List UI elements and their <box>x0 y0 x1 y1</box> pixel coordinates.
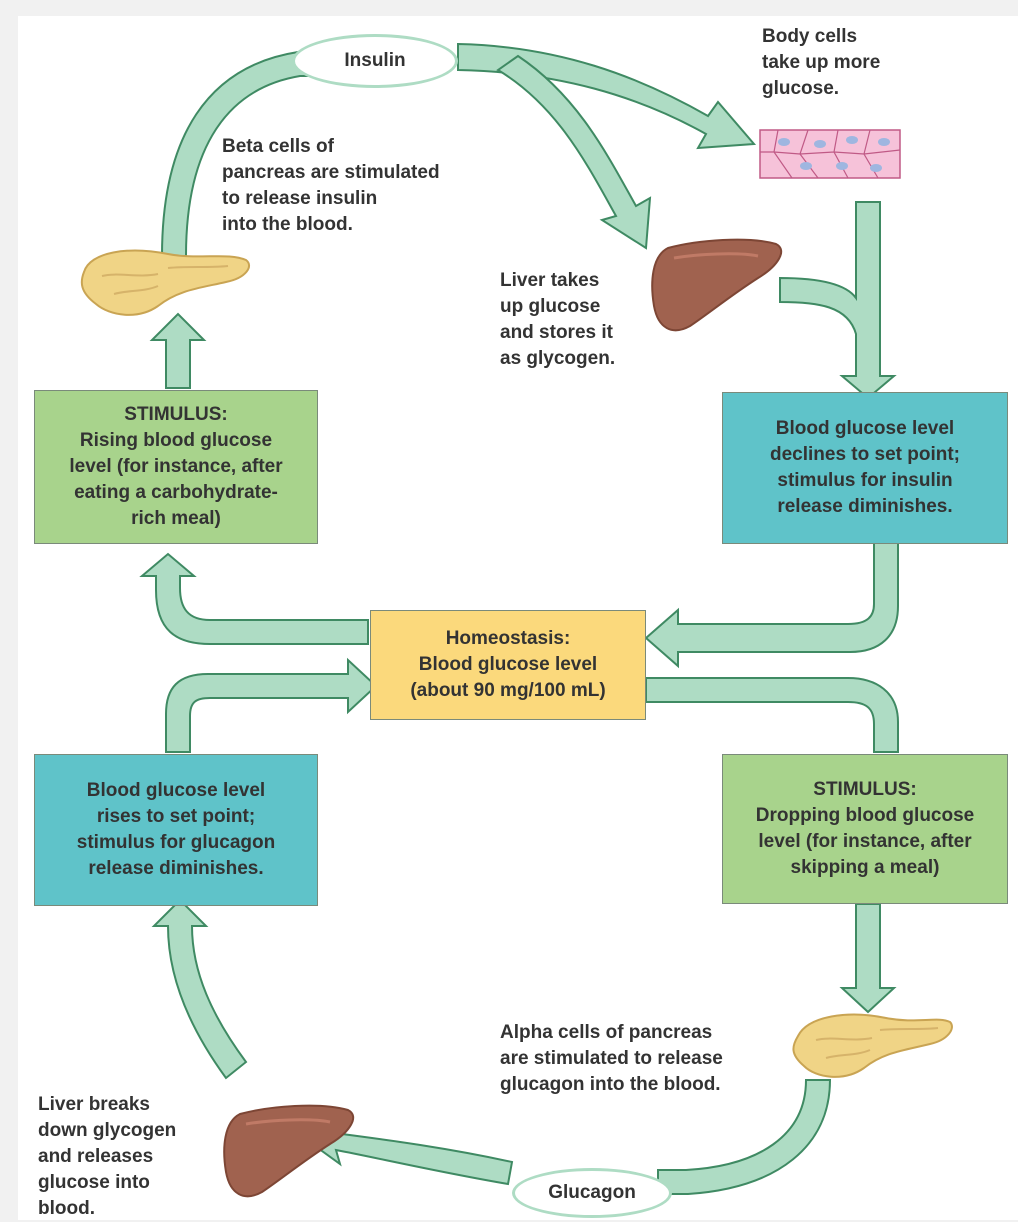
insulin-label: Insulin <box>292 34 458 88</box>
body-cells-label: Body cells take up more glucose. <box>762 26 881 99</box>
beta-cells-label: Beta cells of pancreas are stimulated to… <box>222 136 440 235</box>
glucagon-label: Glucagon <box>512 1168 672 1218</box>
diagram-canvas: Insulin Glucagon STIMULUS: Rising blood … <box>18 16 1018 1220</box>
arrow-stimulus-dropping-down <box>839 903 897 1014</box>
stimulus-dropping-box: STIMULUS: Dropping blood glucose level (… <box>722 754 1008 904</box>
diagram-graphics <box>80 42 953 1198</box>
pancreas-top-icon <box>80 249 251 316</box>
liver-bottom-icon <box>223 1104 355 1198</box>
liver-top-icon <box>651 238 783 332</box>
liver-takes-label: Liver takes up glucose and stores it as … <box>500 270 616 369</box>
arrow-homeostasis-to-stimulus-rising <box>139 552 369 645</box>
declines-box: Blood glucose level declines to set poin… <box>722 392 1008 544</box>
stimulus-rising-box: STIMULUS: Rising blood glucose level (fo… <box>34 390 318 544</box>
arrow-stimulus-to-pancreas <box>149 312 207 389</box>
arrow-homeostasis-to-stimulus-dropping <box>645 677 899 753</box>
alpha-cells-label: Alpha cells of pancreas are stimulated t… <box>500 1022 723 1095</box>
arrow-body-cells-down <box>779 201 897 400</box>
rises-box: Blood glucose level rises to set point; … <box>34 754 318 906</box>
arrow-insulin-to-body-cells <box>457 42 757 150</box>
homeostasis-box: Homeostasis: Blood glucose level (about … <box>370 610 646 720</box>
arrow-rises-to-homeostasis <box>165 657 378 753</box>
arrow-liver-to-rises <box>151 898 248 1080</box>
arrow-insulin-to-liver <box>496 54 652 250</box>
body-cells-icon <box>759 129 901 179</box>
pancreas-bottom-icon <box>792 1013 953 1078</box>
arrow-declines-to-homeostasis <box>644 541 899 669</box>
liver-breaks-label: Liver breaks down glycogen and releases … <box>38 1094 177 1219</box>
